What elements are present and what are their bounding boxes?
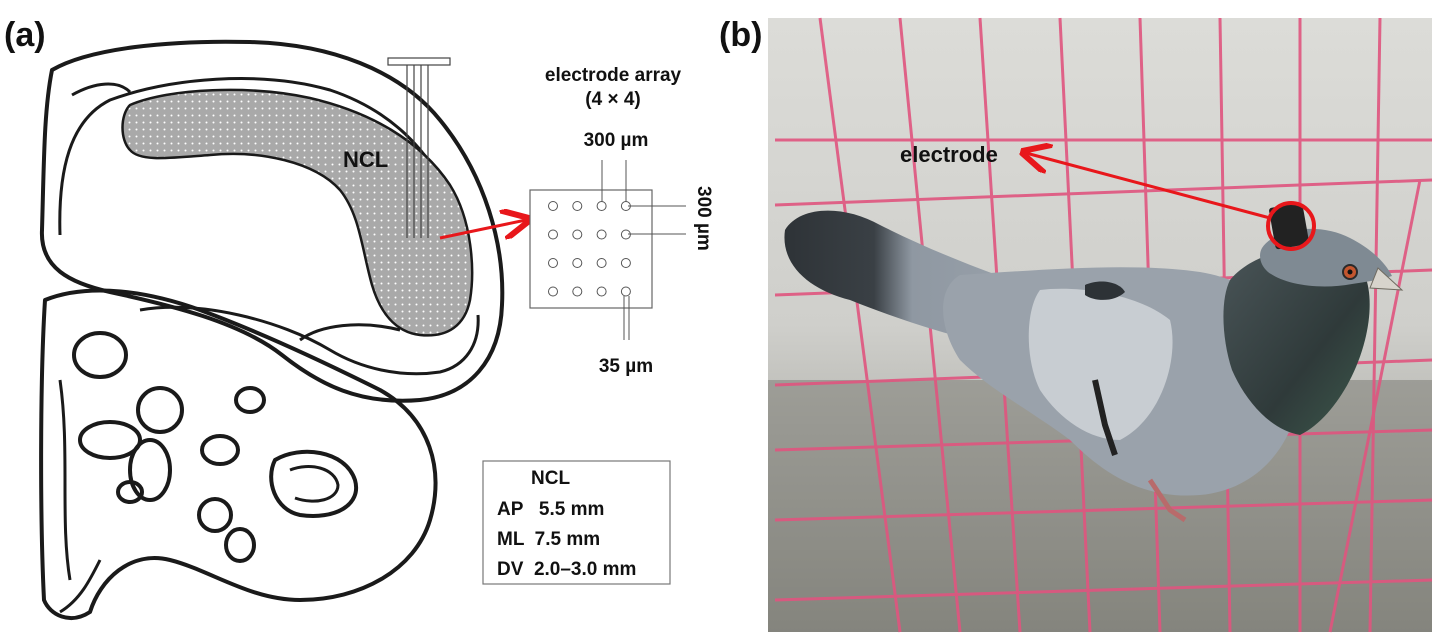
ncl-region-label: NCL bbox=[343, 147, 388, 172]
panel-a: (a) NCL bbox=[4, 16, 714, 620]
electrode-highlight-circle bbox=[1266, 201, 1316, 251]
array-title-line1: electrode array bbox=[545, 65, 682, 86]
electrode-array bbox=[529, 160, 686, 340]
nucleus-1 bbox=[136, 386, 184, 434]
nucleus-4 bbox=[116, 480, 144, 504]
electrode-site bbox=[548, 286, 558, 297]
electrode-site bbox=[596, 286, 607, 297]
coordinates-ml: ML 7.5 mm bbox=[497, 529, 600, 550]
lower-curve bbox=[299, 323, 401, 342]
telencephalon-outline bbox=[39, 39, 505, 403]
wing-patch bbox=[1085, 281, 1125, 300]
electrode-site bbox=[572, 258, 583, 268]
electrode-site bbox=[572, 201, 583, 211]
electrode-site bbox=[548, 229, 558, 240]
inner-boundary bbox=[58, 77, 452, 236]
electrode-site bbox=[572, 229, 583, 240]
optic-tectum bbox=[269, 449, 359, 518]
array-arrow bbox=[439, 220, 526, 238]
electrode-site bbox=[572, 286, 583, 297]
nucleus-3 bbox=[128, 438, 172, 502]
electrode-site bbox=[548, 201, 558, 211]
electrode-label: electrode bbox=[900, 142, 998, 167]
coordinates-ap: AP 5.5 mm bbox=[497, 499, 604, 520]
electrode-connector-bar bbox=[387, 57, 451, 66]
midline-fold bbox=[58, 379, 72, 581]
pigeon-beak bbox=[1369, 267, 1404, 291]
pigeon-photo: electrode bbox=[768, 17, 1433, 633]
panel-a-label: (a) bbox=[4, 16, 46, 54]
array-title-line2: (4 × 4) bbox=[585, 89, 640, 110]
electrode-site bbox=[620, 258, 631, 268]
electrode-site bbox=[596, 258, 607, 268]
brain-section-drawing bbox=[39, 39, 505, 620]
harness-strap bbox=[1092, 379, 1118, 456]
nucleus-5 bbox=[200, 434, 240, 466]
inner-tectum bbox=[289, 465, 340, 503]
electrode-shanks bbox=[387, 57, 451, 238]
spacing-top-label: 300 µm bbox=[584, 130, 649, 151]
electrode-connector bbox=[1269, 202, 1309, 250]
pigeon bbox=[784, 202, 1404, 523]
coordinates-dv: DV 2.0–3.0 mm bbox=[497, 559, 636, 580]
lateral-ventricle bbox=[139, 305, 480, 376]
dimension-lines bbox=[601, 160, 686, 340]
diameter-label: 35 µm bbox=[599, 356, 653, 377]
panel-b: (b) bbox=[719, 16, 1433, 633]
ncl-region bbox=[121, 88, 474, 337]
nucleus-2 bbox=[78, 420, 142, 460]
nucleus-7 bbox=[197, 497, 233, 533]
panel-b-label: (b) bbox=[719, 16, 762, 54]
optic-lobe-left bbox=[72, 331, 128, 379]
electrode-site bbox=[620, 286, 631, 297]
electrode-site bbox=[548, 258, 558, 268]
medial-fold bbox=[71, 82, 132, 97]
cage-bars bbox=[774, 17, 1433, 633]
coordinates-title: NCL bbox=[531, 468, 570, 489]
nucleus-8 bbox=[224, 527, 256, 563]
spacing-side-label: 300 µm bbox=[693, 186, 714, 251]
nucleus-6 bbox=[234, 386, 266, 414]
brainstem-outline bbox=[39, 288, 438, 620]
pigeon-neck bbox=[1223, 246, 1370, 435]
electrode-site bbox=[596, 229, 607, 240]
coordinates-box: NCL AP 5.5 mm ML 7.5 mm DV 2.0–3.0 mm bbox=[482, 460, 671, 585]
pigeon-wing bbox=[1028, 288, 1173, 440]
electrode-arrow bbox=[1026, 153, 1271, 220]
bottom-curl bbox=[59, 559, 102, 614]
pigeon-leg bbox=[1147, 478, 1187, 523]
